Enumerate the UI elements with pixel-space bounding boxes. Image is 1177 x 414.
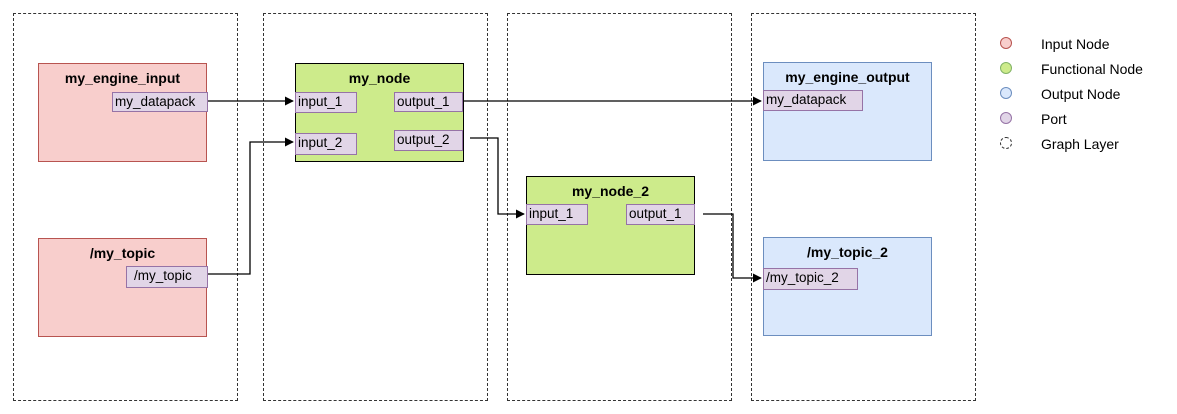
wire-node-2-output-to-topic-2 <box>703 213 762 283</box>
legend-label: Port <box>1041 111 1067 127</box>
legend-label: Functional Node <box>1041 61 1143 77</box>
port-my-node-output-2[interactable]: output_2 <box>394 130 463 151</box>
port-my-node-input-2[interactable]: input_2 <box>295 133 357 155</box>
node-title: my_engine_input <box>64 70 181 86</box>
legend-label: Graph Layer <box>1041 136 1119 152</box>
legend-swatch-functional <box>1000 62 1012 74</box>
node-title: /my_topic_2 <box>807 244 888 260</box>
graph-layer-1 <box>13 13 238 401</box>
legend-swatch-port <box>1000 112 1012 124</box>
graph-layer-2 <box>263 13 488 401</box>
node-title: my_node <box>348 70 411 86</box>
node-my-topic[interactable]: /my_topic <box>38 238 207 337</box>
node-title: my_node_2 <box>571 183 650 199</box>
port-my-node-2-output-1[interactable]: output_1 <box>626 204 695 225</box>
legend-swatch-output <box>1000 87 1012 99</box>
port-my-node-2-input-1[interactable]: input_1 <box>526 204 588 225</box>
port-my-node-output-1[interactable]: output_1 <box>394 92 463 112</box>
graph-layer-4 <box>751 13 976 401</box>
port-my-topic-out[interactable]: /my_topic <box>126 266 208 288</box>
port-my-datapack-out[interactable]: my_datapack <box>112 92 208 112</box>
legend-swatch-input <box>1000 37 1012 49</box>
legend-label: Output Node <box>1041 86 1121 102</box>
port-my-node-input-1[interactable]: input_1 <box>295 92 357 113</box>
wire-output-2-to-node-2-input <box>470 137 525 219</box>
port-my-topic-2-in[interactable]: /my_topic_2 <box>763 268 858 290</box>
node-title: my_engine_output <box>785 69 910 85</box>
wire-topic-to-input-2 <box>208 137 294 275</box>
legend-swatch-graph-layer <box>1000 137 1012 149</box>
node-my-engine-input[interactable]: my_engine_input <box>38 63 207 162</box>
legend-label: Input Node <box>1041 36 1110 52</box>
graph-layer-3 <box>507 13 732 401</box>
node-my-node-2[interactable]: my_node_2 <box>526 176 695 275</box>
node-title: /my_topic <box>89 245 156 261</box>
port-my-datapack-in[interactable]: my_datapack <box>763 90 863 111</box>
node-my-engine-output[interactable]: my_engine_output <box>763 62 932 161</box>
